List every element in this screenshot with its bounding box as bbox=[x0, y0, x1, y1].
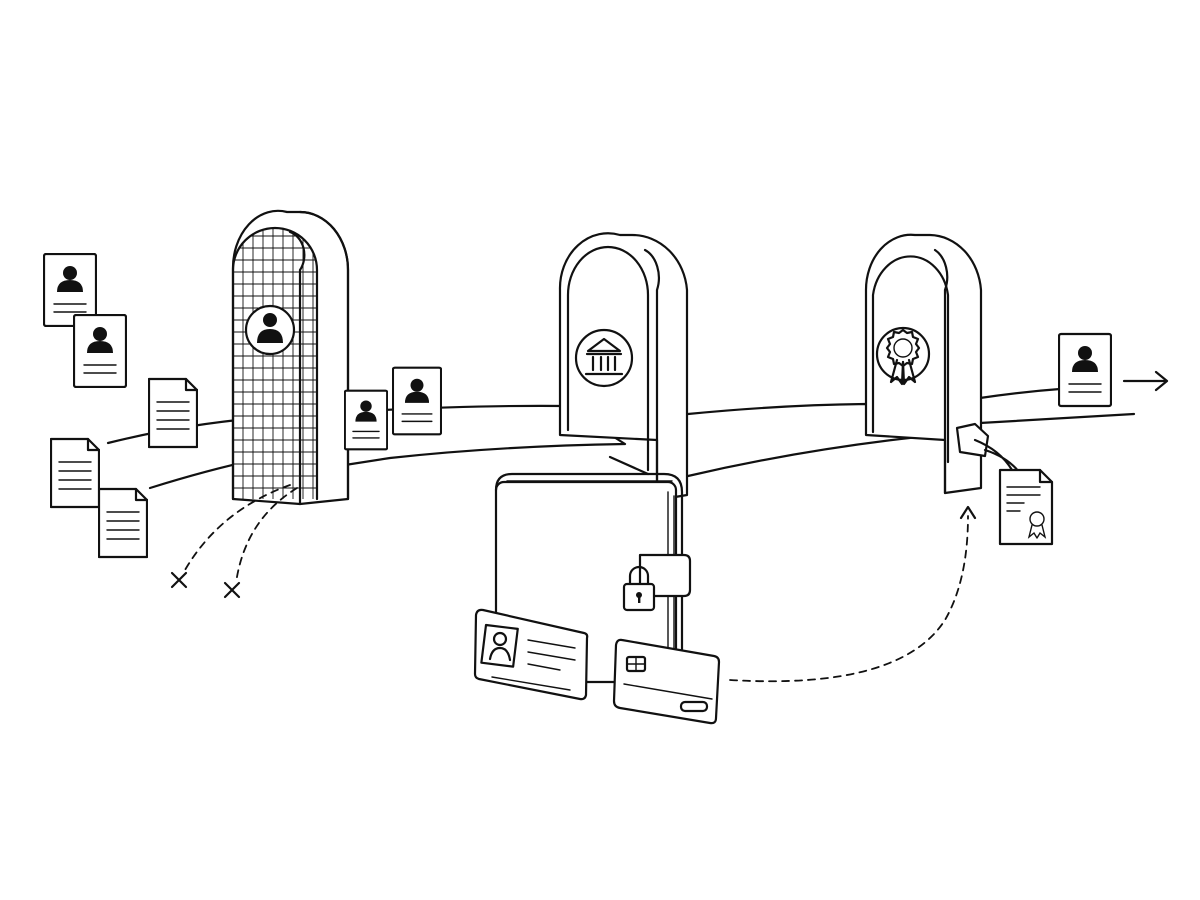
profile-card-icon bbox=[392, 366, 442, 436]
certificate-icon bbox=[1000, 470, 1052, 544]
reject-x-icon bbox=[172, 573, 186, 587]
card-to-gate-dashed-arrow bbox=[730, 507, 975, 681]
rejected-paths bbox=[172, 485, 297, 597]
profile-card-icon bbox=[73, 314, 127, 388]
document-icon bbox=[50, 437, 100, 509]
award-ribbon-icon bbox=[887, 330, 919, 384]
institution-gate bbox=[560, 233, 687, 500]
document-icon bbox=[148, 377, 198, 449]
reject-x-icon bbox=[225, 583, 239, 597]
profile-card-icon bbox=[1058, 332, 1112, 408]
output-arrow-icon bbox=[1124, 372, 1167, 390]
id-card-icon bbox=[475, 610, 587, 699]
padlock-icon bbox=[624, 567, 654, 610]
identity-gate bbox=[233, 200, 348, 510]
bank-icon bbox=[586, 339, 622, 374]
profile-card-icon bbox=[344, 389, 388, 451]
gate-badge bbox=[576, 330, 632, 386]
person-icon bbox=[257, 313, 283, 343]
credit-card-icon bbox=[614, 640, 719, 723]
certification-gate bbox=[866, 235, 981, 493]
certificate-issue-slot bbox=[957, 424, 1022, 476]
document-icon bbox=[98, 487, 148, 559]
